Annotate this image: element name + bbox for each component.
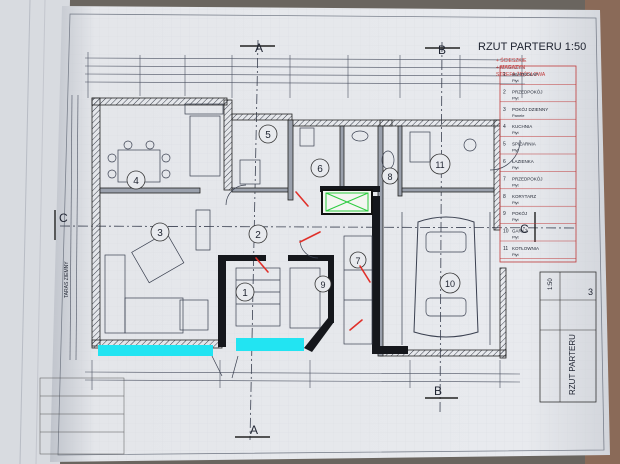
svg-text:C: C (520, 222, 529, 236)
left-page (0, 0, 70, 464)
svg-text:5: 5 (265, 130, 271, 141)
room-table-finish: Płyt (512, 165, 520, 170)
room-11-label: 11 (429, 153, 451, 175)
svg-text:2: 2 (255, 230, 261, 241)
room-table-finish: Płyt (512, 200, 520, 205)
exterior-walls (91, 97, 507, 359)
svg-text:4: 4 (133, 176, 139, 187)
section-marker-b-bottom: B (425, 384, 458, 399)
bottom-title-strip (39, 377, 125, 455)
section-marker-a-top: A (240, 41, 275, 55)
room-labels: 1 2 3 4 5 6 7 8 9 10 11 (126, 124, 461, 302)
room-9-label: 9 (314, 275, 332, 293)
room-table-number: 8 (503, 194, 506, 200)
room-table-number: 10 (503, 229, 509, 235)
room-table-name: GARAŻ (512, 228, 528, 234)
section-marker-b-top: B (425, 43, 460, 57)
room-10-label: 10 (439, 272, 461, 294)
room-table-number: 9 (503, 211, 506, 217)
room-table-finish: Płyt (512, 235, 520, 240)
cyan-highlight-window-2 (236, 338, 304, 351)
dimension-lines-left (69, 94, 79, 361)
svg-text:7: 7 (355, 256, 360, 266)
room-table-name: KUCHNIA (512, 124, 532, 129)
room-table-finish: Płyt (512, 130, 520, 135)
svg-text:1: 1 (242, 288, 248, 299)
note-line-2: + MAGAZYN (496, 65, 525, 71)
section-marker-a-bottom: A (235, 423, 270, 438)
green-highlight-box (321, 189, 373, 215)
terrace-label: TARAS ZIEMNY (64, 261, 70, 298)
room-table-number: 4 (503, 124, 506, 130)
room-1-label: 1 (235, 282, 255, 302)
svg-text:6: 6 (317, 164, 323, 175)
room-table-name: POKÓJ DZIENNY (512, 106, 548, 112)
room-table-number: 1 (503, 72, 506, 78)
room-table-name: SPIŻARNIA (512, 141, 536, 147)
room-table-finish: Płyt (512, 182, 520, 187)
room-table-finish: Panele (512, 113, 525, 118)
svg-text:C: C (59, 211, 68, 225)
svg-text:10: 10 (445, 279, 455, 289)
room-table-name: KORYTARZ (512, 194, 536, 199)
room-table-number: 3 (503, 107, 506, 113)
svg-text:3: 3 (157, 228, 163, 239)
room-table-number: 2 (503, 89, 506, 95)
room-table-number: 6 (503, 159, 506, 165)
room-table-finish: Płyt (512, 148, 520, 153)
room-table-name: POKÓJ (512, 210, 527, 216)
dimension-lines-bottom (84, 360, 521, 390)
title-block-sheet-number: 3 (588, 287, 593, 297)
room-4-label: 4 (126, 170, 146, 190)
room-table-finish: Płyt (512, 95, 520, 100)
furniture (104, 103, 521, 379)
room-3-label: 3 (150, 222, 170, 242)
room-table-name: WIATROŁAP (512, 72, 538, 77)
sheet-title: RZUT PARTERU 1:50 (478, 41, 586, 53)
note-line-1: + ŚCIESZKIE (496, 56, 527, 64)
room-table-finish: Płyt (512, 217, 520, 222)
room-table-name: PRZEDPOKÓJ (512, 88, 543, 94)
red-markup-lines (255, 191, 371, 331)
room-table-number: 5 (503, 142, 506, 148)
title-block-scale: 1:50 (548, 278, 554, 290)
room-5-label: 5 (258, 124, 278, 144)
svg-text:11: 11 (435, 160, 444, 170)
svg-text:9: 9 (320, 280, 325, 290)
room-8-label: 8 (381, 167, 399, 185)
svg-text:A: A (250, 423, 258, 437)
room-table-finish: Płyt (512, 252, 520, 257)
svg-text:A: A (255, 41, 263, 55)
section-marker-c-left: C (54, 210, 68, 240)
room-table-finish: Płyt (512, 78, 520, 83)
room-table-name: ŁAZIENKA (512, 159, 534, 164)
room-table-name: PRZEDPOKÓJ (512, 175, 543, 181)
room-6-label: 6 (310, 158, 330, 178)
svg-text:B: B (438, 43, 446, 57)
note-line-3: STREFA ŻRÓDŁOWA (496, 71, 546, 78)
room-7-label: 7 (349, 251, 367, 269)
svg-text:8: 8 (387, 172, 392, 182)
room-table-number: 7 (503, 176, 506, 182)
title-block-drawing-name: RZUT PARTERU (568, 334, 577, 395)
cyan-highlight-window-1 (98, 345, 213, 356)
section-marker-c-right: C (520, 212, 536, 242)
svg-text:B: B (434, 384, 442, 398)
room-table-number: 11 (503, 246, 508, 252)
room-2-label: 2 (248, 224, 268, 244)
dimension-lines-top (84, 52, 526, 98)
title-block: RZUT PARTERU 1:50 3 (539, 271, 597, 403)
room-table-name: KOTŁOWNIA (512, 246, 539, 251)
